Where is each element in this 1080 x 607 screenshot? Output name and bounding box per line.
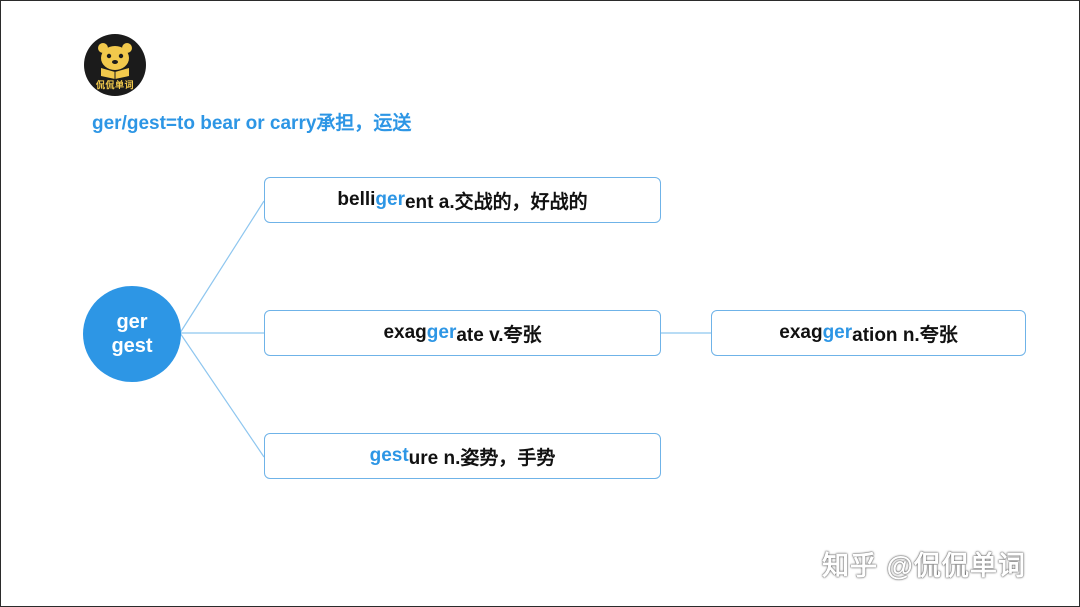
page-title: ger/gest=to bear or carry承担，运送 [92, 113, 412, 134]
node-exaggeration-pre: exag [779, 322, 823, 343]
node-gesture-post: ure n.姿势，手势 [408, 447, 556, 469]
node-exaggerate-pre: exag [383, 322, 427, 343]
node-exaggeration-post: ation n.夸张 [852, 324, 958, 346]
watermark: 知乎 @侃侃单词 [822, 551, 1026, 581]
node-exaggeration-root: ger [822, 322, 853, 343]
connector-belligerent [179, 200, 265, 334]
node-belligerent-post: ent a.交战的，好战的 [404, 191, 588, 213]
root-line2: gest [111, 335, 153, 357]
connector-gesture [179, 332, 265, 458]
root-node: ger gest [83, 286, 181, 382]
node-belligerent-root: ger [375, 189, 405, 210]
logo: 侃侃单词 [84, 34, 146, 96]
bear-icon [98, 43, 132, 79]
root-line1: ger [116, 311, 148, 333]
node-exaggerate-post: ate v.夸张 [456, 324, 542, 346]
node-exaggerate-root: ger [426, 322, 457, 343]
logo-text: 侃侃单词 [95, 80, 134, 90]
node-gesture-root: gest [369, 445, 409, 466]
node-belligerent-pre: belli [337, 189, 376, 210]
